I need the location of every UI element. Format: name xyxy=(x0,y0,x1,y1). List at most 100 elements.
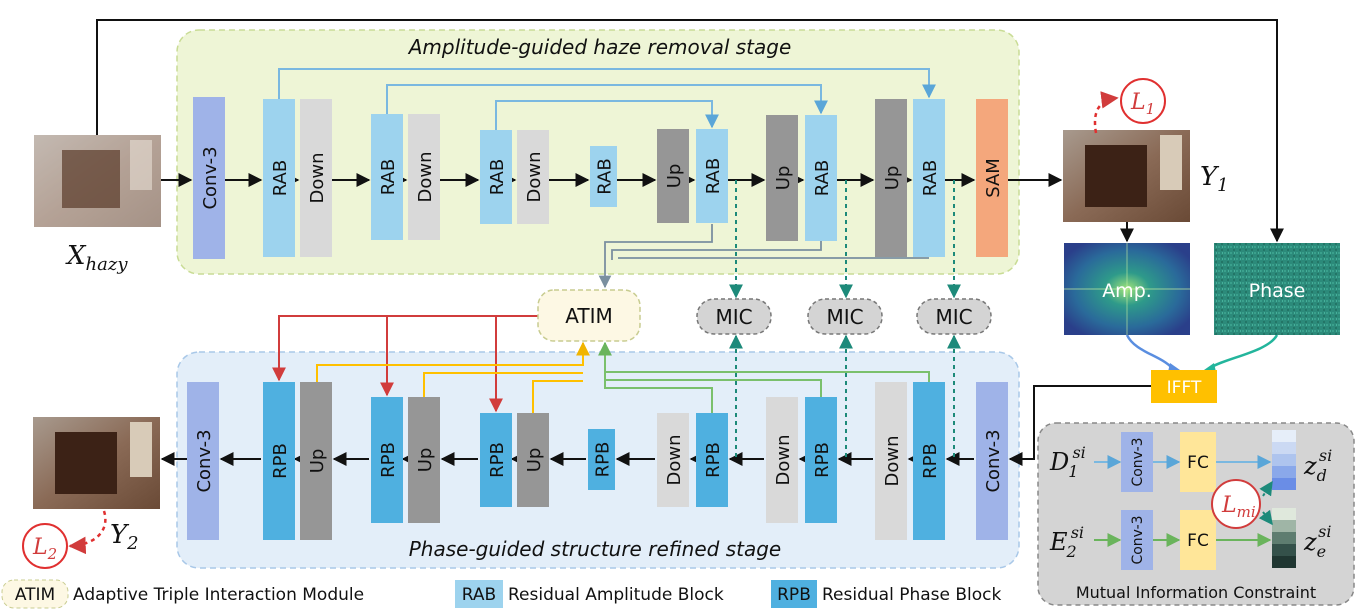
legend-rpb-text: Residual Phase Block xyxy=(822,585,1001,605)
mic-module-1 xyxy=(696,298,772,335)
bottom-block-4-up-label: Up xyxy=(415,448,436,473)
bottom-block-13-rpb xyxy=(913,382,945,540)
lmi-loss-circle xyxy=(1211,479,1261,529)
mic-fc-d-label: FC xyxy=(1187,453,1209,473)
dehazed-output-y1-image xyxy=(1063,130,1190,222)
phase-to-ifft xyxy=(1209,334,1279,370)
top-block-7-rab xyxy=(590,146,617,207)
legend: ATIM Adaptive Triple Interaction Module … xyxy=(1,579,1001,609)
top-block-1-rab xyxy=(263,99,295,257)
bottom-block-1-rpb-label: RPB xyxy=(270,443,291,479)
mic-module-2-label: MIC xyxy=(826,305,863,329)
green-1 xyxy=(598,341,713,413)
phase-arrowhead xyxy=(1204,363,1216,372)
y2-label: Y2 xyxy=(110,520,139,554)
top-block-8-up-label: Up xyxy=(664,164,685,189)
bottom-block-2-up xyxy=(300,382,332,540)
top-block-4-down xyxy=(408,114,440,240)
bottom-block-7-rpb-label: RPB xyxy=(593,442,614,478)
e-input-label: E2si xyxy=(1049,523,1084,561)
atim-label: ATIM xyxy=(565,304,613,328)
yellow-2 xyxy=(423,372,583,397)
bottom-block-0-conv3-label: Conv-3 xyxy=(194,429,215,492)
mic-conv-e-label: Conv-3 xyxy=(1130,515,1146,564)
top-block-5-rab-label: RAB xyxy=(487,159,508,195)
atim-out-1 xyxy=(272,315,538,382)
yellow-3 xyxy=(532,380,583,413)
green-2 xyxy=(605,379,822,397)
top-block-7-rab-label: RAB xyxy=(595,158,616,194)
atim-in-1 xyxy=(598,224,713,289)
bottom-stage-title: Phase-guided structure refined stage xyxy=(409,537,781,561)
top-block-12-up-label: Up xyxy=(882,166,903,191)
z-e-label: zesi xyxy=(1303,522,1331,561)
l2-loss-circle xyxy=(22,523,68,569)
top-block-12-up xyxy=(875,99,907,257)
mic-conv-d xyxy=(1121,432,1153,492)
bottom-block-7-rpb xyxy=(588,429,615,490)
mic-module-2 xyxy=(807,298,883,335)
bottom-block-3-rpb-label: RPB xyxy=(378,442,399,478)
ifft-to-conv xyxy=(1008,385,1151,466)
legend-rab-abbr: RAB xyxy=(462,585,496,605)
top-block-3-rab-label: RAB xyxy=(378,159,399,195)
top-block-8-up xyxy=(657,129,689,223)
refined-output-y2-image xyxy=(33,417,160,509)
l1-loss-circle xyxy=(1120,78,1166,124)
bottom-block-6-up-label: Up xyxy=(524,448,545,473)
yellow-1 xyxy=(316,341,590,382)
bottom-block-14-conv3 xyxy=(976,382,1008,540)
mic-conv-e xyxy=(1121,510,1153,570)
legend-rpb-swatch xyxy=(771,580,817,608)
bottom-block-4-up xyxy=(408,397,440,523)
skip-rab1 xyxy=(278,68,936,99)
bottom-block-12-down-label: Down xyxy=(882,435,903,486)
z-d-label: zdsi xyxy=(1303,446,1332,485)
mic-fc-e xyxy=(1180,510,1216,570)
y1-label: Y1 xyxy=(1200,162,1229,196)
atim-in-2 xyxy=(611,240,822,260)
mic-panel-title: Mutual Information Constraint xyxy=(1076,583,1316,602)
phase-spectrum-image xyxy=(1214,243,1340,335)
skip-rab3 xyxy=(495,100,719,130)
top-block-1-rab-label: RAB xyxy=(270,160,291,196)
top-block-2-down-label: Down xyxy=(307,152,328,203)
l2-label: L2 xyxy=(32,535,57,563)
top-block-6-down xyxy=(517,130,549,224)
lmi-label: Lmi xyxy=(1221,493,1256,521)
top-block-5-rab xyxy=(480,130,512,224)
bottom-block-2-up-label: Up xyxy=(307,449,328,474)
l1-label: L1 xyxy=(1130,90,1155,118)
mic-module-1-label: MIC xyxy=(715,305,752,329)
legend-atim-text: Adaptive Triple Interaction Module xyxy=(73,585,364,605)
top-block-13-rab xyxy=(913,99,945,257)
l1-arrow xyxy=(1093,91,1119,134)
bottom-block-5-rpb-label: RPB xyxy=(487,442,508,478)
bottom-block-10-down xyxy=(766,397,798,523)
atim-module xyxy=(537,289,641,342)
top-block-9-rab-label: RAB xyxy=(703,158,724,194)
bottom-block-3-rpb xyxy=(371,397,403,523)
bottom-block-9-rpb xyxy=(696,413,728,507)
mic-modules: MIC MIC MIC xyxy=(696,298,992,335)
x-hazy-label: Xhazy xyxy=(65,241,128,275)
top-block-0-conv3-label: Conv-3 xyxy=(200,146,221,209)
legend-atim-swatch xyxy=(1,579,69,609)
mic-fc-d xyxy=(1180,432,1216,492)
top-block-10-up xyxy=(766,115,798,241)
bottom-block-5-rpb xyxy=(480,413,512,507)
ifft-label: IFFT xyxy=(1167,378,1202,398)
legend-atim-abbr: ATIM xyxy=(15,585,55,605)
amp-arrowhead xyxy=(1168,363,1180,372)
legend-rab-text: Residual Amplitude Block xyxy=(508,585,724,605)
l2-arrow xyxy=(68,510,107,555)
top-block-14-sam xyxy=(976,99,1008,257)
top-block-2-down xyxy=(300,99,332,257)
mic-panel-contents: Conv-3 FC Conv-3 FC Lmi D1si E2si zdsi xyxy=(1049,430,1332,570)
legend-rab-swatch xyxy=(455,580,503,608)
d-input-label: D1si xyxy=(1049,443,1086,481)
mic-module-3-label: MIC xyxy=(935,305,972,329)
